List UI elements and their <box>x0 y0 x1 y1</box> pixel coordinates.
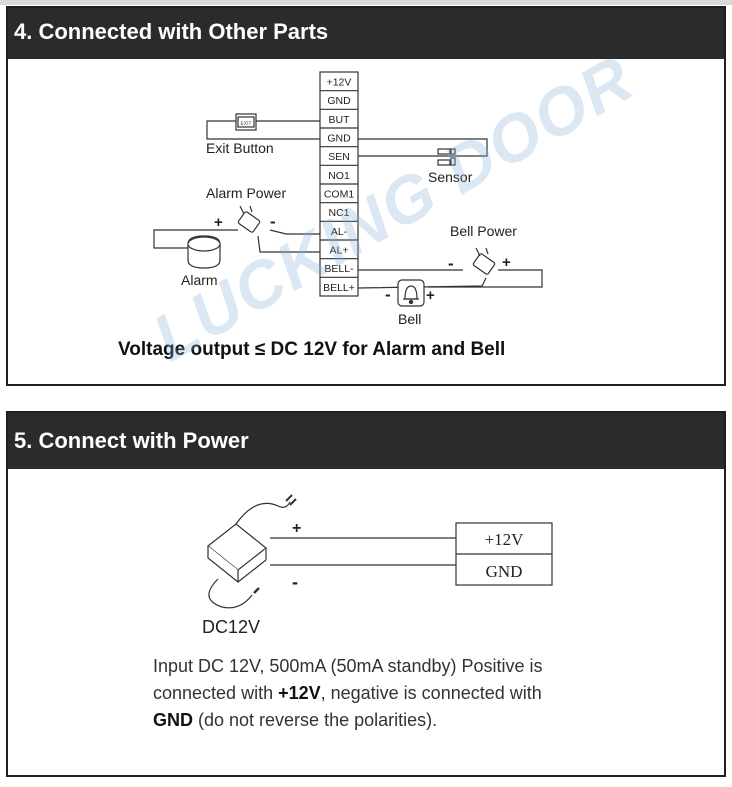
desc-part: Input DC 12V, 500mA (50mA standby) Posit… <box>153 656 543 703</box>
adapter-label: DC12V <box>202 617 260 637</box>
power-adapter-icon <box>207 494 297 609</box>
power-terminal-block: +12V GND <box>455 522 553 586</box>
alarm-power-minus: - <box>270 212 276 231</box>
terminal-label: BUT <box>329 114 351 126</box>
bell-minus: - <box>385 285 391 304</box>
bell-icon <box>397 279 425 307</box>
desc-bold: GND <box>153 710 193 730</box>
exit-button-wiring: EXIT Exit Button <box>206 113 320 156</box>
bell-power-wiring: Bell Power - + - + Bell <box>357 223 543 327</box>
alarm-power-wiring: Alarm Power + - Alarm <box>153 185 320 288</box>
alarm-label: Alarm <box>181 272 218 288</box>
power-diagram: + - +12V GND DC12V <box>202 494 553 637</box>
terminal-label: SEN <box>328 151 350 163</box>
power-instructions: Input DC 12V, 500mA (50mA standby) Posit… <box>153 653 623 734</box>
terminal-label: NO1 <box>328 170 350 182</box>
desc-bold: +12V <box>278 683 321 703</box>
desc-part: , negative is connected with <box>320 683 542 703</box>
section-other-parts: 4. Connected with Other Parts +12V GND BUT… <box>6 6 726 386</box>
terminal-label: GND <box>327 95 351 107</box>
alarm-adapter-icon <box>237 205 261 233</box>
alarm-icon <box>187 235 221 269</box>
terminal-label: AL+ <box>330 244 349 256</box>
terminal-12v: +12V <box>485 530 525 549</box>
power-plus: + <box>292 520 301 537</box>
terminal-label: AL- <box>331 226 348 238</box>
bell-power-label: Bell Power <box>450 223 517 239</box>
bell-power-minus: - <box>448 254 454 273</box>
desc-part: (do not reverse the polarities). <box>193 710 438 730</box>
terminal-gnd: GND <box>486 562 523 581</box>
voltage-note: Voltage output ≤ DC 12V for Alarm and Be… <box>118 339 506 360</box>
top-border <box>0 0 732 5</box>
alarm-power-label: Alarm Power <box>206 185 286 201</box>
terminal-label: +12V <box>327 76 352 88</box>
exit-button-label: Exit Button <box>206 140 274 156</box>
sensor-wiring: Sensor <box>358 138 488 185</box>
terminal-label: BELL+ <box>323 282 355 294</box>
section-title: 4. Connected with Other Parts <box>8 8 724 59</box>
terminal-label: GND <box>327 132 351 144</box>
terminal-label: NC1 <box>328 207 349 219</box>
alarm-power-plus: + <box>214 214 223 231</box>
bell-label: Bell <box>398 311 421 327</box>
exit-button-face: EXIT <box>240 121 251 127</box>
section-power: 5. Connect with Power + - +12V GND DC12V… <box>6 411 726 777</box>
power-minus: - <box>292 572 298 592</box>
sensor-label: Sensor <box>428 169 473 185</box>
section-title: 5. Connect with Power <box>8 413 724 469</box>
bell-adapter-icon <box>472 247 496 275</box>
terminal-label: BELL- <box>324 263 354 275</box>
terminal-label: COM1 <box>324 188 354 200</box>
bell-plus: + <box>426 287 435 304</box>
bell-power-plus: + <box>502 254 511 271</box>
